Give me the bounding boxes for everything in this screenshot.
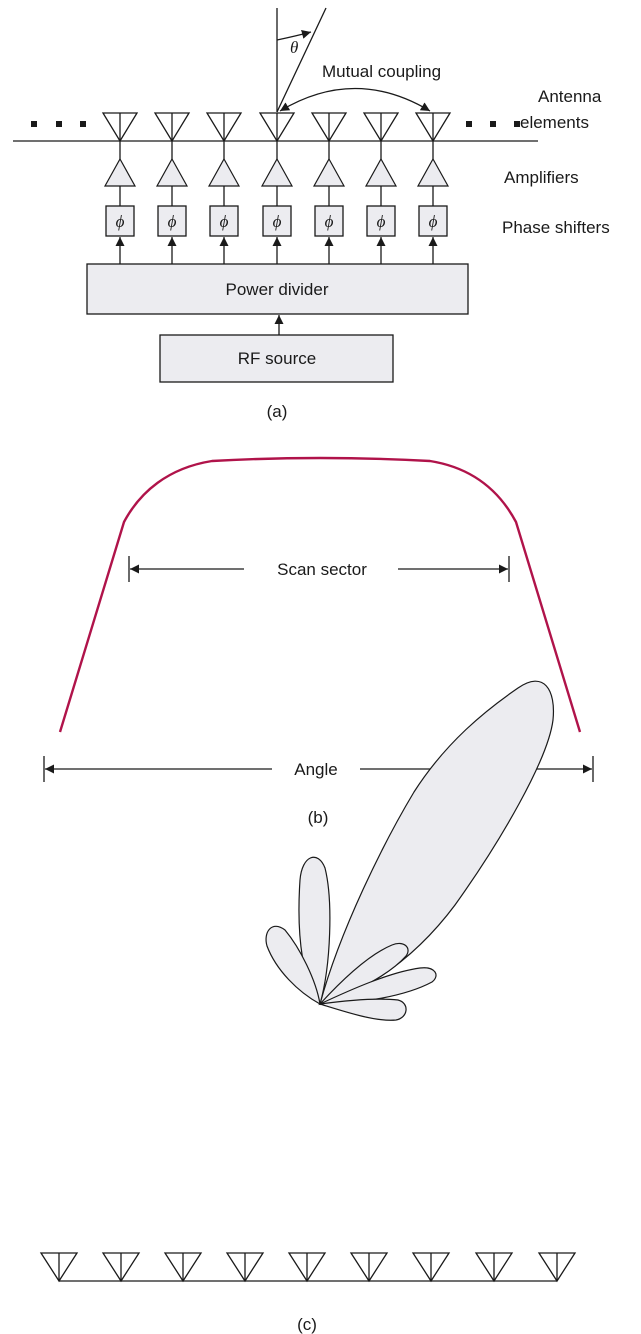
scan-direction-line bbox=[276, 7, 327, 113]
amplifier bbox=[364, 157, 398, 187]
phase-shifter bbox=[418, 205, 448, 237]
phase-shifter bbox=[366, 205, 396, 237]
caption-a: (a) bbox=[267, 402, 288, 421]
element-chain: ϕ bbox=[362, 112, 400, 264]
phase-shifters-label: Phase shifters bbox=[502, 218, 610, 237]
phase-symbol: ϕ bbox=[377, 212, 386, 231]
array-element bbox=[101, 1252, 141, 1283]
phase-symbol: ϕ bbox=[429, 212, 438, 231]
phase-shifter bbox=[209, 205, 239, 237]
power-divider-box bbox=[86, 263, 469, 315]
theta-symbol: θ bbox=[290, 38, 298, 57]
array-element bbox=[537, 1252, 577, 1283]
element-chain: ϕ bbox=[101, 112, 139, 264]
element-chain: ϕ bbox=[258, 112, 296, 264]
phase-symbol: ϕ bbox=[273, 212, 282, 231]
array-element bbox=[349, 1252, 389, 1283]
mutual-coupling-label: Mutual coupling bbox=[322, 62, 441, 81]
element-chain: ϕ bbox=[153, 112, 191, 264]
array-element bbox=[411, 1252, 451, 1283]
array-element bbox=[39, 1252, 79, 1283]
antenna-elements-label-line2: elements bbox=[520, 113, 589, 132]
scan-sector-label: Scan sector bbox=[277, 560, 367, 579]
side-lobe-2 bbox=[265, 925, 321, 1006]
array-element bbox=[474, 1252, 514, 1283]
amplifier bbox=[207, 157, 241, 187]
continuation-dots-right bbox=[466, 121, 520, 127]
side-lobe-5 bbox=[319, 998, 407, 1021]
phase-shifter bbox=[105, 205, 135, 237]
array-element bbox=[287, 1252, 327, 1283]
caption-c: (c) bbox=[297, 1315, 317, 1334]
phase-symbol: ϕ bbox=[220, 212, 229, 231]
panel-b: Scan sector Angle (b) bbox=[43, 456, 594, 827]
power-divider-label: Power divider bbox=[226, 280, 329, 299]
rf-source-label: RF source bbox=[238, 349, 316, 368]
caption-b: (b) bbox=[308, 808, 329, 827]
phase-shifter bbox=[262, 205, 292, 237]
rf-source-box bbox=[159, 334, 394, 383]
array-element bbox=[163, 1252, 203, 1283]
main-beam-lobe bbox=[319, 680, 555, 1005]
continuation-dots-left bbox=[31, 121, 86, 127]
angle-label: Angle bbox=[294, 760, 337, 779]
mutual-coupling-arc bbox=[279, 87, 431, 112]
amplifier bbox=[260, 157, 294, 187]
phase-shifter bbox=[314, 205, 344, 237]
element-chain: ϕ bbox=[205, 112, 243, 264]
phase-symbol: ϕ bbox=[325, 212, 334, 231]
theta-arc bbox=[276, 29, 312, 41]
phase-shifter bbox=[157, 205, 187, 237]
amplifier bbox=[155, 157, 189, 187]
amplifiers-label: Amplifiers bbox=[504, 168, 579, 187]
panel-a: θ Mutual coupling Antenna elements ϕ ϕ ϕ ϕ ϕ… bbox=[13, 7, 610, 421]
phase-symbol: ϕ bbox=[168, 212, 177, 231]
element-chain: ϕ bbox=[414, 112, 452, 264]
panel-c: (c) bbox=[39, 680, 577, 1334]
amplifier bbox=[312, 157, 346, 187]
element-chain: ϕ bbox=[310, 112, 348, 264]
amplifier bbox=[416, 157, 450, 187]
array-elements-c bbox=[39, 1252, 577, 1283]
array-element bbox=[225, 1252, 265, 1283]
element-gain-curve bbox=[58, 456, 582, 733]
antenna-elements-label: Antenna bbox=[538, 87, 602, 106]
amplifier bbox=[103, 157, 137, 187]
phase-symbol: ϕ bbox=[116, 212, 125, 231]
